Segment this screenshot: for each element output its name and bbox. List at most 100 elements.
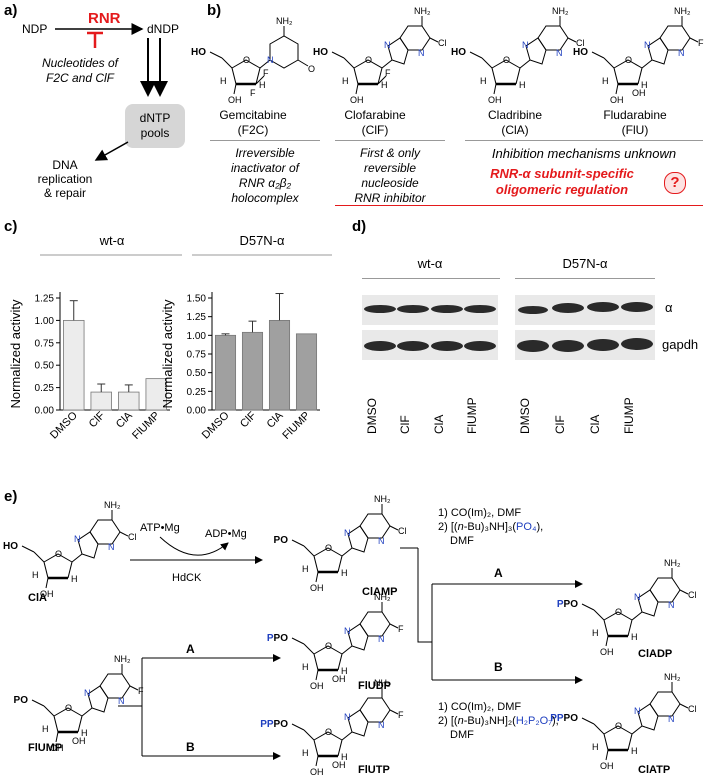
chart-title: D57N-α [239,233,285,248]
halogen-bond [689,37,699,43]
step2a-blue: PO₄ [516,521,537,533]
y-tick-label: 1.25 [187,312,207,323]
glycosidic-bond [341,547,353,557]
n-atom: N [668,600,675,610]
h-atom: H [81,728,88,738]
h-atom: H [480,76,487,86]
branch-connector [417,548,432,643]
gapdh-band-label: gapdh [662,337,699,352]
c3-oh-bond [315,571,319,583]
y-tick-label: 1.00 [187,331,207,342]
imidazole-ring [347,709,369,737]
c5-bond [581,603,595,611]
cladp-label: ClADP [638,648,673,660]
bar [145,378,167,411]
amine: NH₂ [276,16,293,26]
halogen: F [698,38,704,48]
ribose-bond [337,739,343,757]
glycosidic-bond [341,645,353,655]
c2-sub-bond [377,75,387,85]
inhibitor-note-line2: F2C and ClF [45,71,115,85]
phosphate-prefix: HO [573,47,588,58]
c3-oh: OH [600,761,614,771]
c3-oh-bond [355,83,359,95]
dna-line3: & repair [43,186,87,200]
c3-oh-bond [615,83,619,95]
divider-3 [465,140,703,141]
route-b-step2: 2) [(n-Bu)₃NH]₂(H₂P₂O₇), [438,714,559,728]
ribose-bond [255,67,261,85]
h-atom: H [42,724,49,734]
route-b-step1: 1) CO(Im)₂, DMF [438,701,522,713]
desc1-line2: inactivator of [230,161,300,175]
chart-title: wt-α [99,233,125,248]
h-atom: H [342,76,349,86]
ribose-ring [353,59,383,69]
halogen: F [138,686,144,696]
desc-reversible: First & only reversible nucleoside RNR i… [330,146,450,206]
route-a-dmf: DMF [450,535,474,547]
route-b-conditions: 1) CO(Im)₂, DMF 2) [(n-Bu)₃NH]₂(H₂P₂O₇),… [438,700,559,742]
desc4-line2: oligomeric regulation [495,182,629,197]
carbonyl-o: O [308,64,315,74]
gemcitabine-abbr: (F2C) [237,123,269,137]
ring-oxygen: O [615,721,622,731]
y-tick-label: 0.00 [35,406,55,417]
ribose-bond [491,67,497,85]
ribose-bond [637,67,643,85]
glycosidic-bond [631,611,643,621]
h-atom: H [341,752,348,762]
glycosidic-bond [341,731,353,741]
fludarabine-name: Fludarabine [603,108,667,122]
imidazole-ring [77,531,99,559]
ribose-ring [613,59,643,69]
ribose-bond [627,619,633,637]
c5-bond [209,51,223,59]
y-tick-label: 0.00 [187,406,207,417]
n-atom: N [644,40,651,50]
step4-end: ), [552,715,559,727]
ribose-bond [627,733,633,751]
desc-irreversible: Irreversible inactivator of RNR α₂β₂ hol… [205,146,325,206]
y-tick-label: 0.25 [35,383,55,394]
amine: NH₂ [374,494,391,504]
ribose-bond [515,67,521,85]
c3-oh-bond [55,731,59,743]
c5-bond [303,729,315,741]
c3-oh-bond [45,577,49,589]
c2-substituent: OH [332,760,346,770]
ribose-bond [313,653,319,671]
halogen: Cl [688,590,697,600]
halogen-bond [389,525,399,531]
n-atom: N [344,712,351,722]
h-atom: H [631,746,638,756]
halogen-bond [679,703,689,709]
imidazole-ring [87,685,109,713]
glycosidic-bond [641,59,653,69]
c3-oh-bond [605,635,609,647]
halogen-bond [119,531,129,537]
fludarabine-abbr: (FlU) [621,123,649,137]
n-atom: N [556,48,563,58]
panel-d-label: d) [352,218,367,235]
cladribine-abbr: (ClA) [501,123,529,137]
panel-c-label: c) [4,218,18,235]
panel-b-label: b) [207,2,222,19]
n-atom: N [678,48,685,58]
c5-bond [33,551,45,563]
clofarabine-name: Clofarabine [344,108,406,122]
divider-red [335,205,703,206]
c3-oh: OH [488,95,502,105]
step4-blue: H₂P₂O₇ [515,715,552,727]
rnr-label: RNR [88,10,121,27]
n-atom: N [668,714,675,724]
n-atom: N [522,40,529,50]
phosphate-prefix: HO [3,541,18,552]
h-atom: H [71,574,78,584]
ribose-bond [53,715,59,733]
